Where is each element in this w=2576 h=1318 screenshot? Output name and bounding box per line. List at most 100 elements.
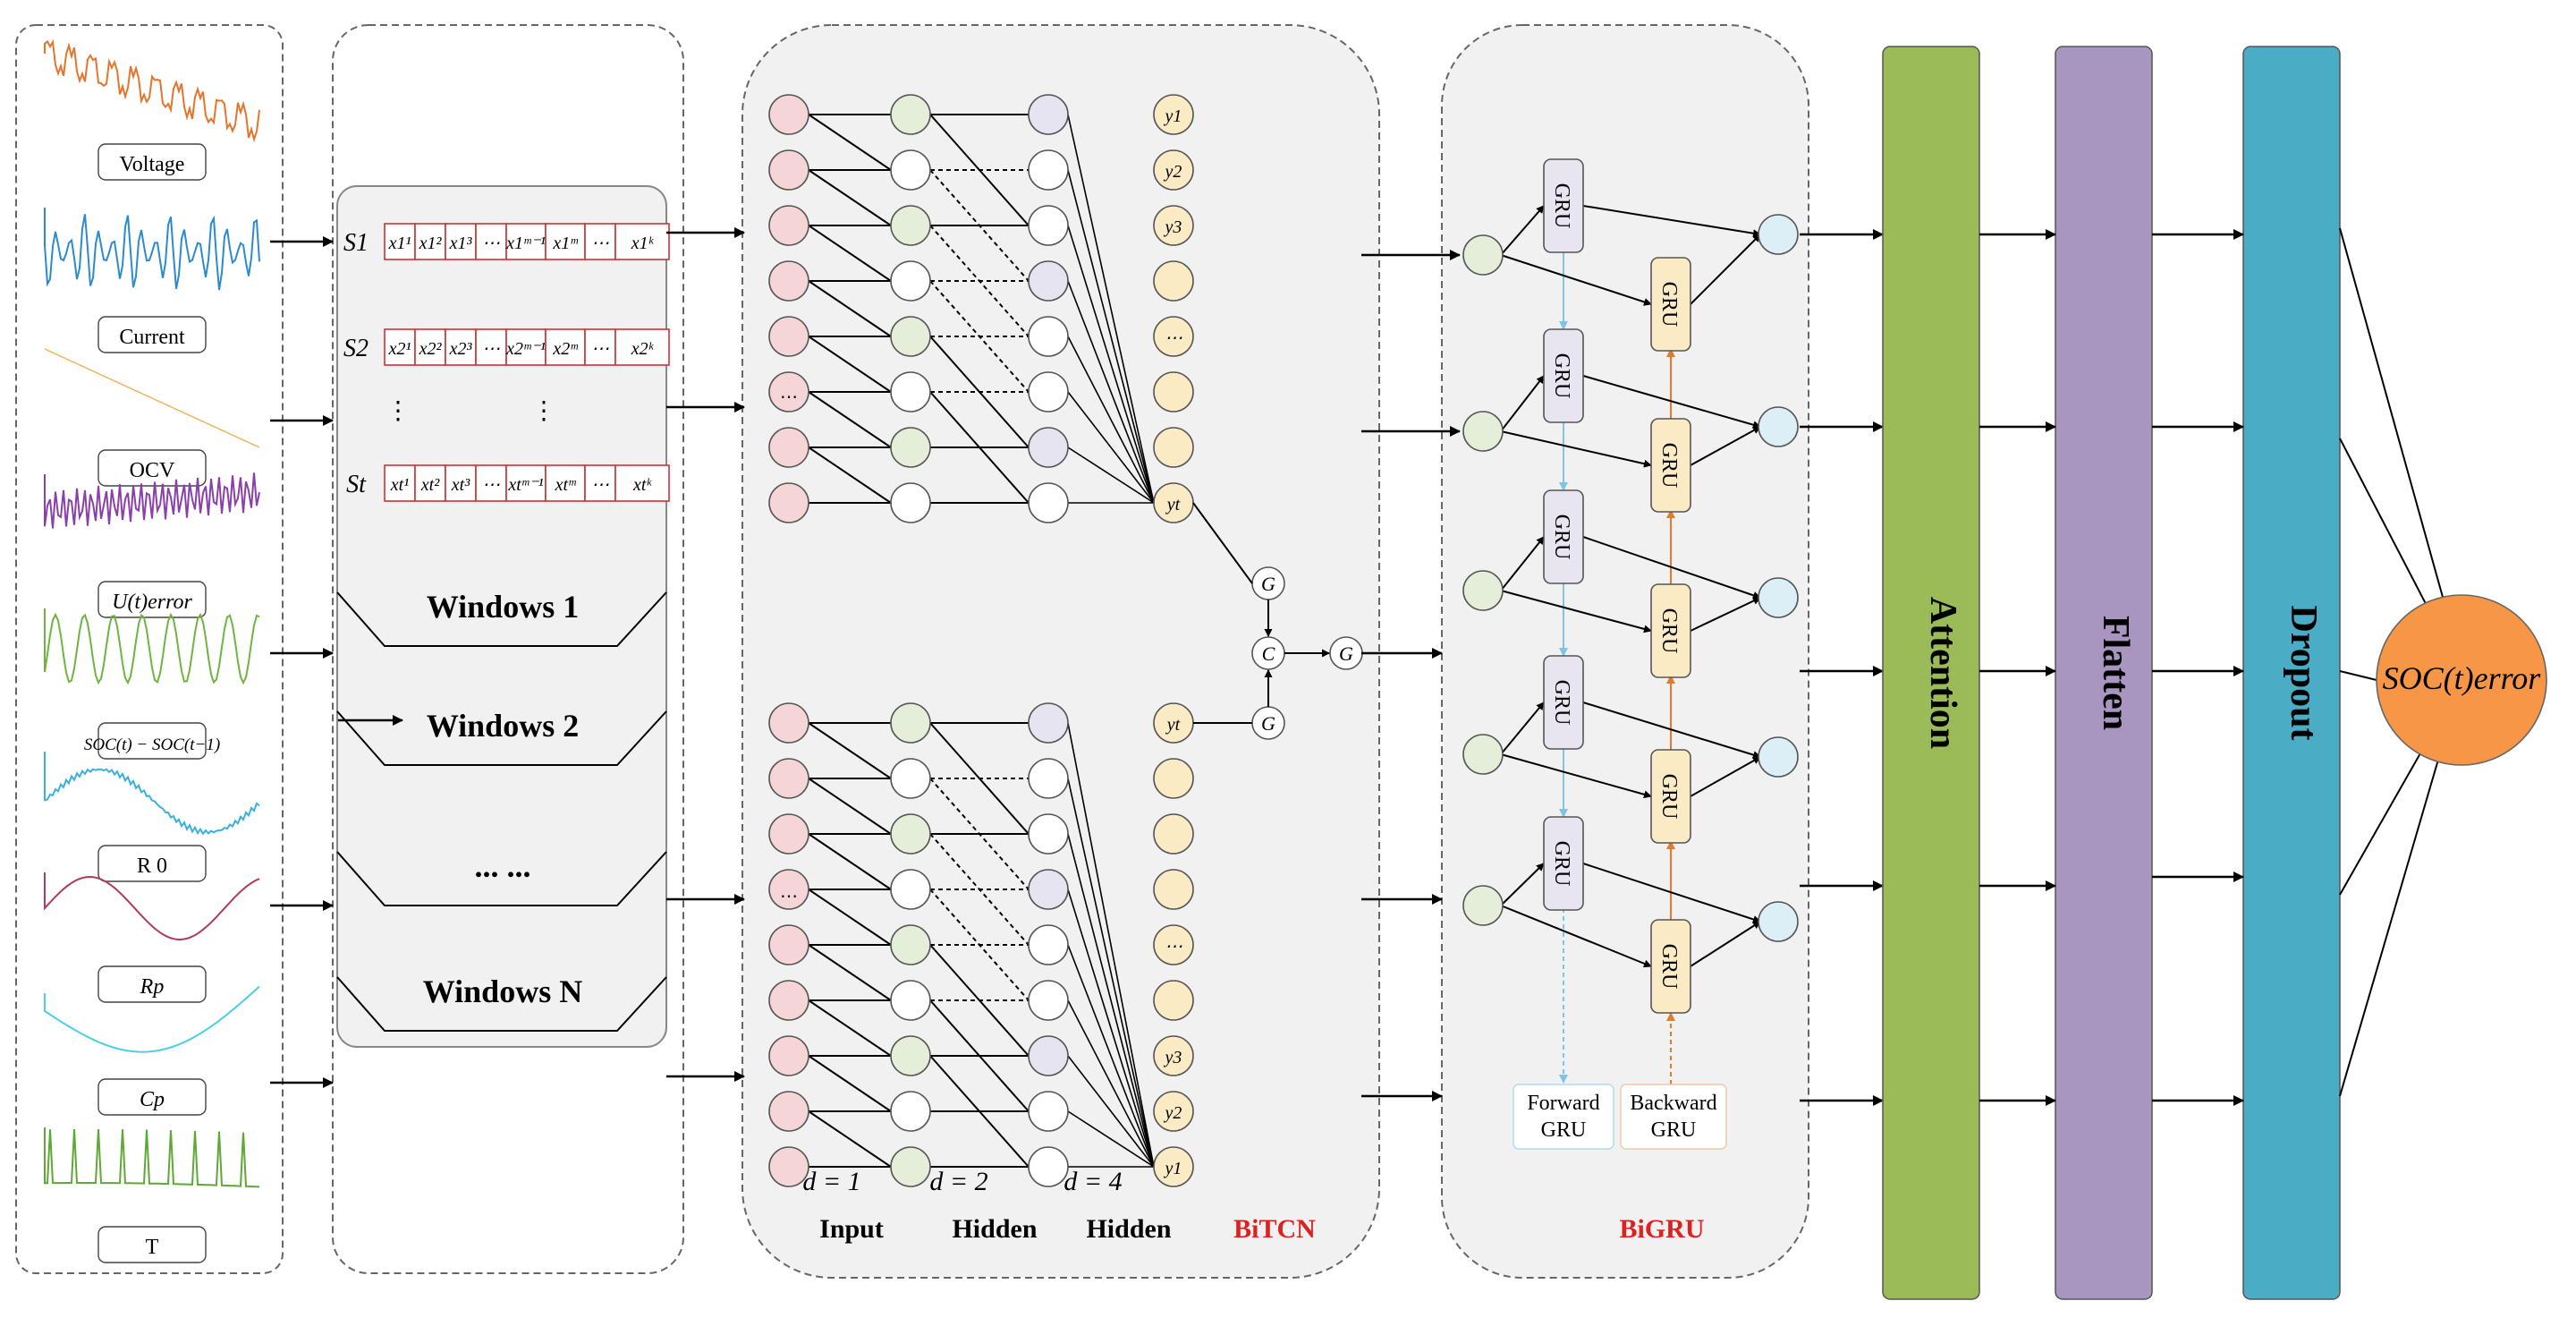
tcn-output-label: ⋯ [1165,328,1182,348]
backward-gru-cell [1650,418,1691,513]
bigru-input-node [1462,885,1504,926]
tcn-connection [1067,889,1155,1168]
window-bracket [336,976,667,1032]
layer-label: Hidden [1086,1214,1171,1244]
bigru-connection [1582,536,1761,599]
output-circle [2376,594,2547,766]
tcn-output-node [1153,1035,1194,1076]
tcn-input-node [768,316,809,357]
tcn-connection [1067,391,1155,504]
sequence-cell [445,328,477,366]
tcn-connection [929,114,1030,226]
tcn-input-node [768,371,809,412]
forward-gru-cell [1543,489,1584,584]
tcn-output-node [1153,427,1194,468]
tcn-output-node [1153,260,1194,302]
backward-gru-label: GRU [1657,282,1681,327]
tcn-hidden1-node [890,260,931,302]
bigru-panel [1441,24,1809,1279]
sequence-cell [614,223,670,260]
backward-gru-label: GRU [1657,443,1681,489]
forward-gru-cell [1543,655,1584,750]
merge-concat-label: C [1262,642,1275,665]
tcn-hidden2-node [1028,149,1069,191]
bigru-connection [1500,254,1652,306]
tcn-connection [808,225,892,282]
tcn-hidden1-node [890,702,931,744]
forward-label-line: Forward [1527,1092,1599,1115]
tcn-output-label: y1 [1164,1159,1182,1178]
window-bracket [336,710,667,766]
bigru-connection [1500,430,1652,468]
sequence-cell [505,328,547,366]
tcn-connection [1067,1110,1155,1168]
sequence-cell [614,328,670,366]
bigru-input-node [1462,570,1504,611]
tcn-output-node [1153,980,1194,1021]
tcn-connection [808,1055,892,1112]
bigru-connection [1582,375,1761,429]
output-connection [2339,756,2440,1097]
sequence-row-label: S1 [343,229,369,257]
tcn-connection [929,1055,1030,1168]
tcn-output-node [1153,1146,1194,1187]
sequence-cell-value: x2³ [449,339,473,359]
merge-g-forward-label: G [1261,573,1275,595]
sequence-cell [545,328,586,366]
forward-gru-label: GRU [1550,183,1573,229]
backward-gru-cell [1650,583,1691,678]
sequence-cell-value: x2¹ [388,339,411,359]
sequence-cell-value: xtᵏ [632,475,652,495]
tcn-output-node [1153,758,1194,799]
tcn-output-node [1153,813,1194,855]
merge-g-out-label: G [1339,642,1353,665]
output-connection [2339,670,2377,681]
bigru-connection [1500,205,1545,256]
output-node: SOC(t)error [2339,227,2547,1097]
tcn-connection [808,446,892,504]
sequence-cell-value: x1ᵏ [631,234,655,253]
sequence-cell [414,464,446,502]
tcn-connection [929,722,1030,835]
sequence-cell-value: x1² [419,234,443,253]
sequence-cell-value: xt¹ [390,475,409,495]
signal-waveform [44,985,260,1053]
tcn-output-label: y3 [1164,217,1182,237]
bigru-connection [1690,921,1761,967]
window-label: Windows 1 [427,589,579,625]
signal-waveform [44,348,260,448]
signal-label-box [97,722,207,760]
tcn-hidden1-node [890,924,931,965]
tcn-input-node [768,149,809,191]
tcn-hidden2-node [1028,205,1069,246]
sequence-cell [505,464,547,502]
sequence-cell-value: xt² [420,475,440,495]
tcn-hidden2-node [1028,371,1069,412]
sequence-cell [445,223,477,260]
tcn-connection [1067,1055,1155,1168]
signals-panel [15,24,284,1274]
tcn-connection [808,391,892,448]
tcn-connection [1067,999,1155,1168]
bigru-network: GRUGRUGRUGRUGRUGRUGRUGRUGRUGRUForwardGRU… [1462,158,1884,1244]
backward-gru-label: GRU [1657,944,1681,990]
sequence-cell-value: xt³ [451,475,470,495]
tcn-connection [808,944,892,1001]
sequence-cell-value: xtᵐ⁻¹ [507,475,543,495]
dilation-label: d = 2 [929,1167,987,1196]
tcn-connection [929,944,1030,1057]
sequence-cell-value: x1³ [449,234,473,253]
signal-label: Voltage [120,153,185,176]
tcn-hidden2-node [1028,1035,1069,1076]
tcn-connection [929,778,1030,890]
bigru-connection [1582,702,1761,759]
backward-label-line: Backward [1630,1092,1716,1115]
tcn-connection [808,722,892,779]
bigru-connection [1690,597,1761,632]
tcn-hidden2-node [1028,813,1069,855]
tcn-input-node [768,1091,809,1132]
signal-label-box [97,1078,207,1116]
tcn-output-label: y2 [1164,1103,1182,1123]
backward-gru-cell [1650,919,1691,1014]
